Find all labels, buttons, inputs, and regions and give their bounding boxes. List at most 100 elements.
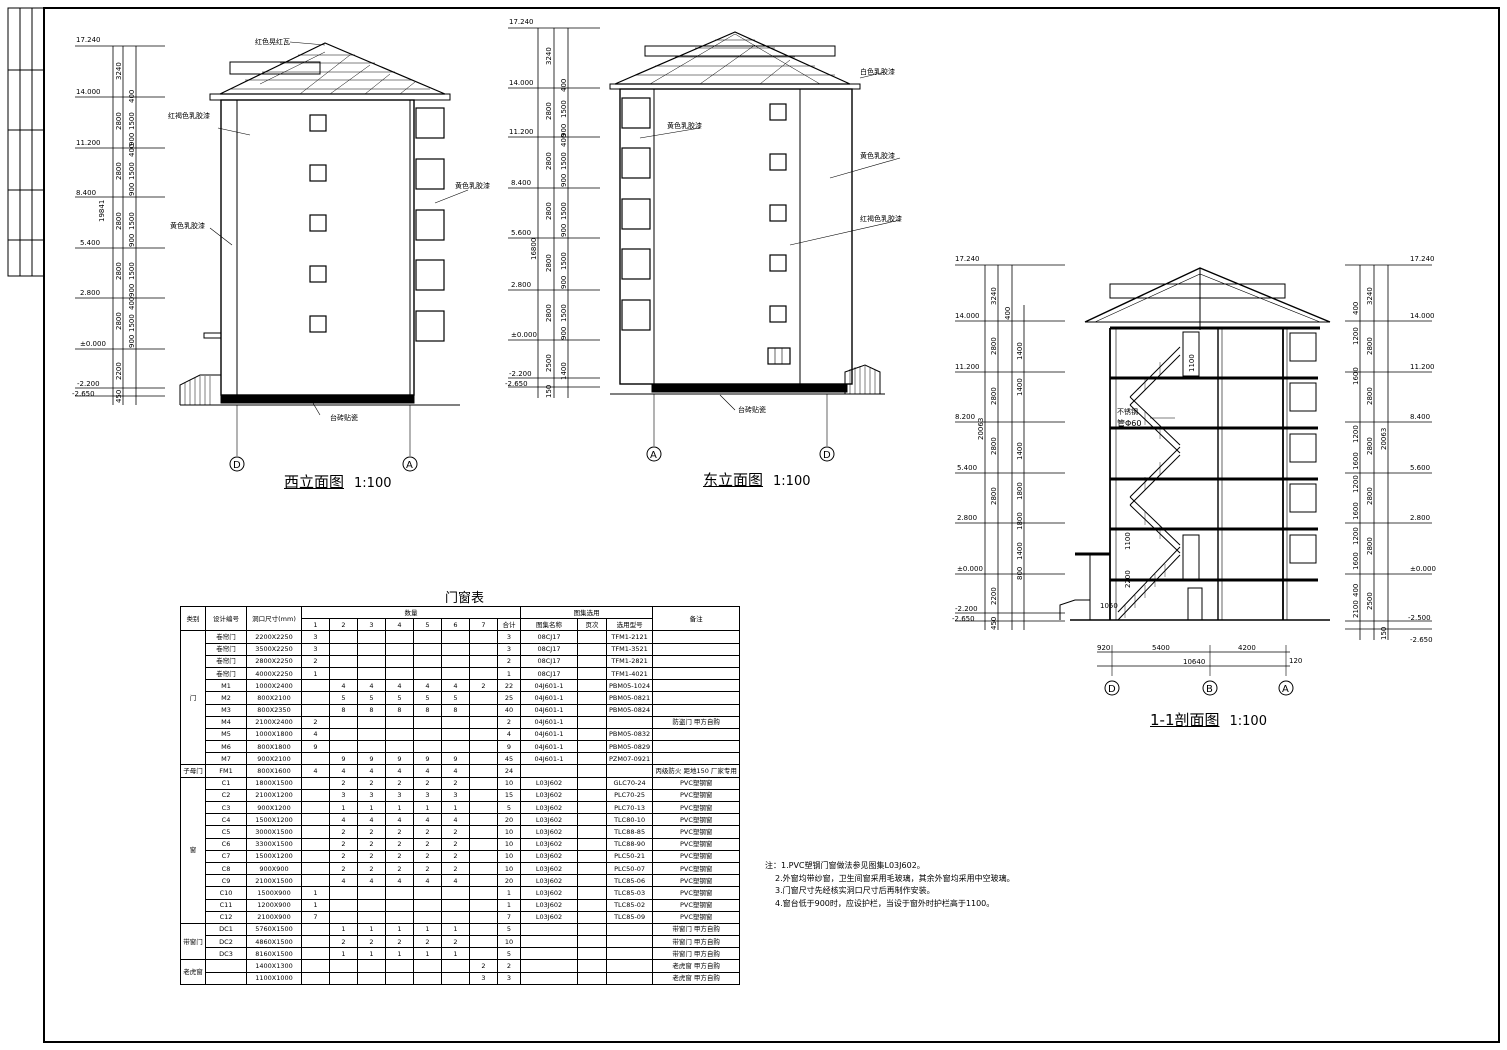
row-size: 1500X900	[246, 886, 302, 900]
sec-dim2-r1: 400	[1352, 302, 1360, 315]
header-type: 类别	[180, 605, 206, 632]
row-size: 800X1600	[246, 764, 302, 778]
row-atlas: 04J601-1	[520, 752, 578, 766]
row-model	[605, 959, 654, 973]
row-size: 1500X1200	[246, 849, 302, 863]
row-qty	[329, 898, 358, 912]
east-scale: 1:100	[773, 474, 811, 489]
header-qty: 数量	[301, 605, 521, 620]
row-note: 老虎窗 甲方自购	[652, 959, 741, 973]
row-qty: 4	[385, 813, 414, 827]
row-model: PZM07-0921	[605, 752, 654, 766]
row-qty: 1	[301, 898, 330, 912]
row-qty	[469, 825, 498, 839]
row-qty	[469, 861, 498, 876]
row-qty: 4	[357, 874, 386, 888]
row-qty	[329, 886, 358, 900]
row-total: 2	[497, 959, 521, 973]
row-total: 10	[497, 825, 521, 839]
row-qty	[301, 813, 330, 827]
row-qty	[357, 959, 386, 973]
row-model: TLC85-09	[605, 910, 654, 924]
sec-level-r2: 14.000	[1410, 312, 1435, 320]
row-atlas: L03J602	[520, 910, 578, 924]
row-page	[577, 837, 607, 851]
row-code: M1	[205, 679, 247, 693]
sec-bottom-1: 920	[1097, 644, 1110, 652]
row-model: TFM1-3521	[605, 642, 654, 656]
row-model	[605, 764, 654, 778]
row-qty	[357, 910, 386, 924]
row-qty: 5	[357, 691, 386, 705]
row-qty	[441, 654, 470, 668]
row-atlas: 04J601-1	[520, 727, 578, 742]
row-qty	[385, 959, 414, 973]
row-qty: 2	[385, 825, 414, 839]
row-qty	[441, 666, 470, 681]
row-qty	[385, 971, 414, 985]
sec-bottom-4: 120	[1289, 657, 1302, 665]
row-total: 2	[497, 654, 521, 668]
floor-header: 6	[441, 618, 470, 632]
row-total: 10	[497, 861, 521, 876]
row-qty: 2	[385, 935, 414, 949]
row-note: 带窗门 甲方自购	[652, 947, 741, 961]
row-note: PVC塑钢窗	[652, 788, 741, 803]
row-qty: 4	[329, 764, 358, 778]
row-code	[205, 971, 247, 985]
row-page	[577, 849, 607, 863]
row-qty	[469, 630, 498, 644]
west-level-9: -2.650	[72, 390, 95, 398]
row-qty	[469, 703, 498, 717]
row-atlas: L03J602	[520, 886, 578, 900]
row-code: C7	[205, 849, 247, 863]
sec-inner-1: 1100	[1188, 354, 1196, 372]
row-qty: 4	[413, 764, 442, 778]
row-qty: 2	[469, 959, 498, 973]
row-qty: 9	[441, 752, 470, 766]
row-size: 900X2100	[246, 752, 302, 766]
west-dim2-4: 400	[128, 144, 136, 157]
row-qty: 2	[469, 679, 498, 693]
east-dim2-3: 900	[560, 124, 568, 137]
row-qty	[329, 959, 358, 973]
row-note: 老虎窗 甲方自购	[652, 971, 741, 985]
row-qty	[329, 715, 358, 729]
sec-dim2-r4: 1200	[1352, 425, 1360, 443]
east-label-white: 白色乳胶漆	[860, 67, 895, 76]
row-qty	[441, 971, 470, 985]
row-qty	[469, 715, 498, 729]
row-qty	[357, 642, 386, 656]
row-page	[577, 861, 607, 876]
row-qty: 2	[301, 654, 330, 668]
row-total: 10	[497, 776, 521, 790]
east-dim-5: 2800	[545, 254, 553, 272]
west-label-red: 红褐色乳胶漆	[168, 111, 210, 120]
row-code: C5	[205, 825, 247, 839]
row-qty: 8	[329, 703, 358, 717]
row-page	[577, 752, 607, 766]
sec-dim-r3: 2800	[1366, 387, 1374, 405]
row-page	[577, 947, 607, 961]
row-qty: 4	[413, 813, 442, 827]
east-level-8: -2.200	[509, 370, 532, 378]
row-qty	[469, 837, 498, 851]
sec-dim2-r2: 1200	[1352, 327, 1360, 345]
east-level-1: 17.240	[509, 18, 534, 26]
west-dim2-2: 1500	[128, 112, 136, 130]
row-qty: 2	[385, 837, 414, 851]
east-dim-6: 2800	[545, 304, 553, 322]
west-dim2-13: 900	[128, 335, 136, 348]
row-qty	[301, 874, 330, 888]
west-level-2: 14.000	[76, 88, 101, 96]
sec-dim2-r9: 1600	[1352, 552, 1360, 570]
table-title: 门窗表	[445, 591, 485, 606]
